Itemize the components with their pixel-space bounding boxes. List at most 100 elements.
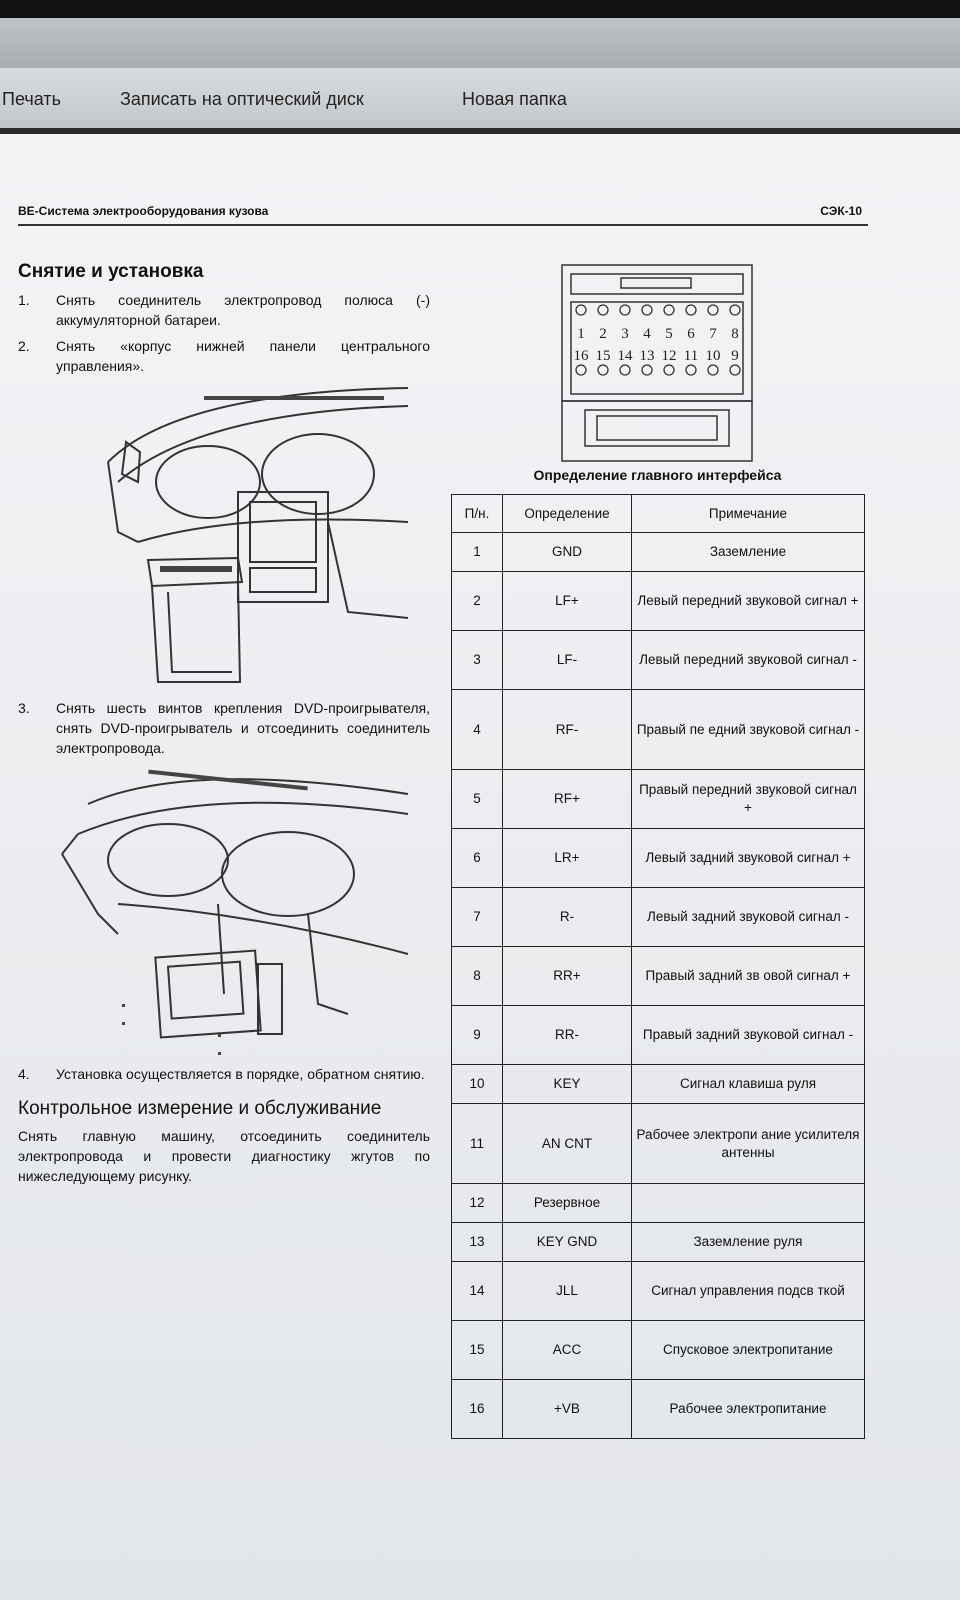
pin-hole (619, 364, 631, 376)
pin-label: 14 (618, 348, 634, 364)
pin-hole (729, 364, 741, 376)
pin-hole (707, 304, 719, 316)
pin-definition: KEY (502, 1064, 632, 1104)
pin-definition: RF+ (502, 769, 632, 829)
pin-label: 5 (665, 326, 673, 342)
step-text: Установка осуществляется в порядке, обра… (56, 1066, 425, 1082)
pin-note: Рабочее электропитание (631, 1379, 865, 1439)
pin-number: 2 (451, 571, 503, 631)
table-caption: Определение главного интерфейса (533, 467, 782, 483)
document-viewer[interactable]: BE-Система электрооборудования кузова СЭ… (0, 134, 960, 1600)
pin-label: 7 (709, 326, 717, 342)
page-header: BE-Система электрооборудования кузова СЭ… (18, 204, 868, 226)
pin-number: 4 (451, 689, 503, 770)
pin-definition: LF+ (502, 571, 632, 631)
pin-label: 16 (574, 348, 590, 364)
pin-label: 9 (731, 348, 739, 364)
pin-number: 3 (451, 630, 503, 690)
step-number: 4. (18, 1066, 30, 1082)
dashboard-figure-2 (61, 769, 409, 1055)
pin-definition: GND (502, 532, 632, 572)
pin-hole (685, 364, 697, 376)
pin-hole (597, 304, 609, 316)
pin-number: 11 (451, 1103, 503, 1184)
pin-hole (729, 304, 741, 316)
section-title-inspection: Контрольное измерение и обслуживание (18, 1098, 382, 1119)
connector-diagram: 1 2 3 4 5 6 7 8 16 15 14 13 12 11 10 9 (561, 264, 753, 462)
section-title-removal: Снятие и установка (18, 261, 204, 282)
pin-hole (641, 304, 653, 316)
pin-note (631, 1183, 865, 1223)
pin-note: Сигнал клавиша руля (631, 1064, 865, 1104)
pin-note: Правый передний звуковой сигнал + (631, 769, 865, 829)
pin-label: 2 (599, 326, 607, 342)
new-folder-button[interactable]: Новая папка (462, 89, 567, 109)
pin-number: 1 (451, 532, 503, 572)
pin-definition: R- (502, 887, 632, 947)
pin-number: 10 (451, 1064, 503, 1104)
pin-label: 3 (621, 326, 629, 342)
pin-hole (641, 364, 653, 376)
pin-note: Спусковое электропитание (631, 1320, 865, 1380)
pin-hole (575, 364, 587, 376)
table-header-row: П/н. Определение Примечание (451, 494, 865, 533)
pin-label: 4 (643, 326, 651, 342)
pin-label: 10 (706, 348, 721, 364)
print-button[interactable]: Печать (2, 89, 61, 109)
pin-note: Правый задний звуковой сигнал - (631, 1005, 865, 1065)
column-header-note: Примечание (631, 494, 865, 533)
pin-number: 9 (451, 1005, 503, 1065)
pin-number: 6 (451, 828, 503, 888)
pin-note: Левый передний звуковой сигнал + (631, 571, 865, 631)
pin-definition: RF- (502, 689, 632, 770)
pin-note: Левый передний звуковой сигнал - (631, 630, 865, 690)
pin-label: 11 (684, 348, 698, 364)
pin-number: 16 (451, 1379, 503, 1439)
pin-number: 12 (451, 1183, 503, 1223)
pin-number: 7 (451, 887, 503, 947)
pin-definition: Резервное (502, 1183, 632, 1223)
pin-number: 5 (451, 769, 503, 829)
column-header-number: П/н. (451, 494, 503, 533)
step-item: 2. Снять «корпус нижней панели центральн… (18, 336, 430, 376)
step-text: Снять шесть винтов крепления DVD-проигры… (56, 700, 430, 756)
pin-label: 1 (577, 326, 585, 342)
pin-number: 15 (451, 1320, 503, 1380)
step-item: 3. Снять шесть винтов крепления DVD-прои… (18, 698, 430, 758)
pin-note: Левый задний звуковой сигнал + (631, 828, 865, 888)
pin-number: 14 (451, 1261, 503, 1321)
pin-hole (619, 304, 631, 316)
instructions-column: Снятие и установка 1. Снять соединитель … (18, 262, 430, 1186)
pin-hole (685, 304, 697, 316)
pin-label: 13 (640, 348, 655, 364)
header-page-code: СЭК-10 (820, 204, 862, 218)
pin-hole (707, 364, 719, 376)
dashboard-figure-1 (107, 387, 409, 683)
header-section-title: BE-Система электрооборудования кузова (18, 204, 269, 218)
window-title-strip (0, 18, 960, 68)
pin-number: 8 (451, 946, 503, 1006)
window-top-bar (0, 0, 960, 18)
pin-label: 12 (662, 348, 677, 364)
pin-definition: RR- (502, 1005, 632, 1065)
pin-definition: AN CNT (502, 1103, 632, 1184)
pin-hole (575, 304, 587, 316)
pin-hole (663, 304, 675, 316)
burn-to-disc-button[interactable]: Записать на оптический диск (120, 89, 364, 109)
pin-note: Заземление руля (631, 1222, 865, 1262)
